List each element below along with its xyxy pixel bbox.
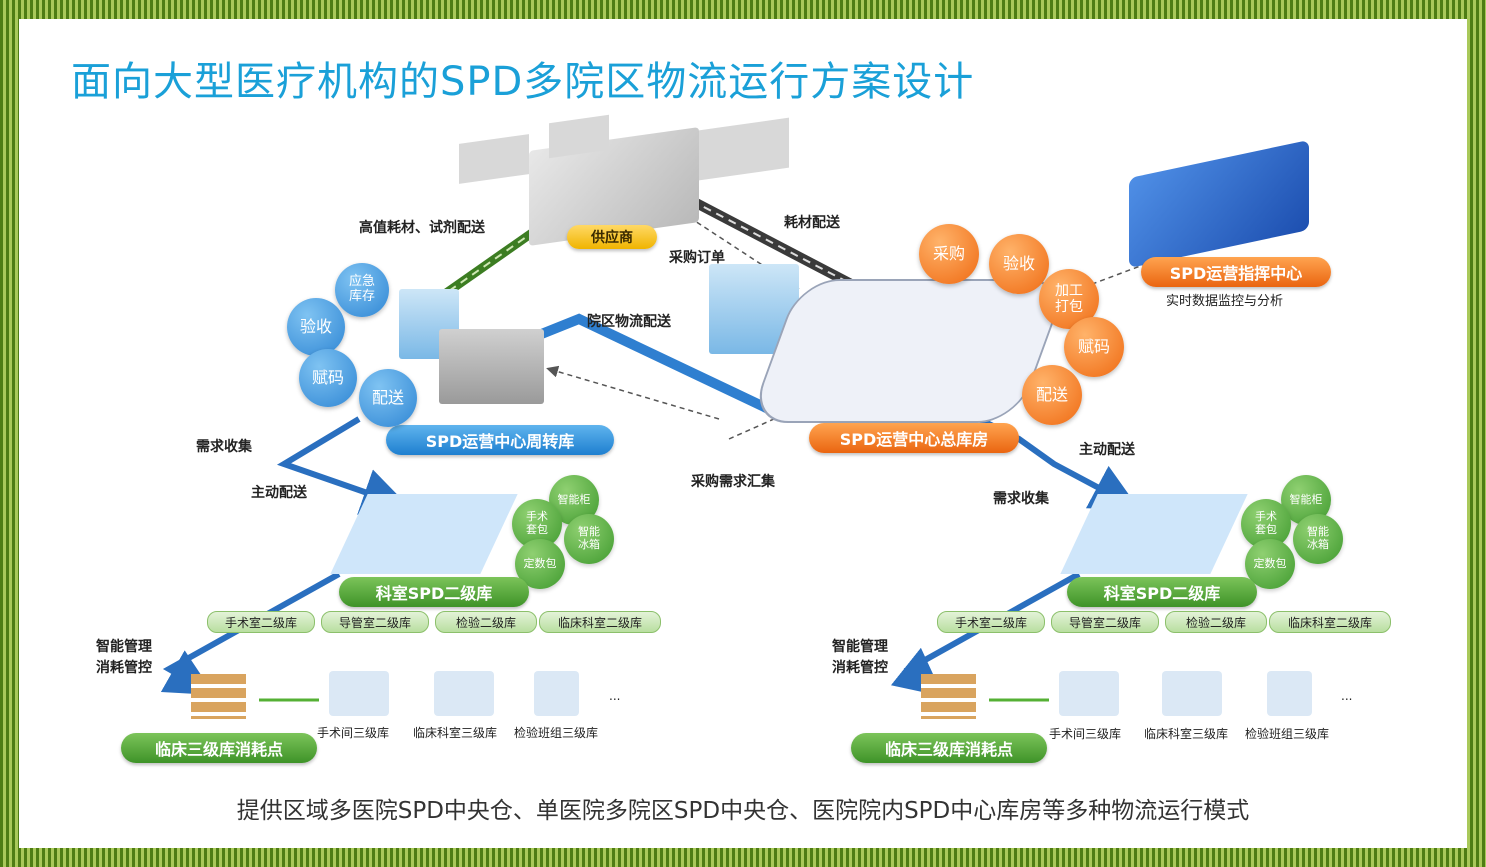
diagram-panel: 面向大型医疗机构的SPD多院区物流运行方案设计 供应商 SPD运营指 [19, 19, 1467, 848]
left-lab-room-icon [534, 671, 579, 716]
consumables-delivery-label: 耗材配送 [784, 215, 840, 231]
left-circle-code: 赋码 [299, 349, 357, 407]
purchase-summary-label: 采购需求汇集 [691, 474, 775, 490]
right-mgmt: 智能管理 [832, 639, 888, 655]
left-tertiary-label: 临床三级库消耗点 [121, 733, 317, 763]
left-demand-collect: 需求收集 [196, 439, 252, 455]
right-secondary-store: 科室SPD二级库 [1067, 577, 1257, 607]
command-center-label: SPD运营指挥中心 [1141, 257, 1331, 287]
right-tertiary-clinical: 临床科室三级库 [1144, 727, 1229, 741]
left-ellipsis: ... [609, 689, 621, 703]
right-sub-store-clinical: 临床科室二级库 [1269, 611, 1391, 633]
left-circle-accept: 验收 [287, 298, 345, 356]
right-circle-accept: 验收 [989, 234, 1049, 294]
left-mgmt: 智能管理 [96, 639, 152, 655]
right-sub-store-lab: 检验二级库 [1165, 611, 1267, 633]
footer-caption: 提供区域多医院SPD中央仓、单医院多院区SPD中央仓、医院院内SPD中心库房等多… [236, 798, 1250, 824]
right-ellipsis: ... [1341, 689, 1353, 703]
right-sub-store-surgery: 手术室二级库 [937, 611, 1045, 633]
page-title: 面向大型医疗机构的SPD多院区物流运行方案设计 [71, 59, 975, 105]
right-surgery-room-icon [1059, 671, 1119, 716]
right-lab-room-icon [1267, 671, 1312, 716]
right-tertiary-surgery: 手术间三级库 [1049, 727, 1122, 741]
left-tertiary-lab: 检验班组三级库 [514, 726, 599, 740]
command-center-sub: 实时数据监控与分析 [1166, 294, 1284, 309]
right-tertiary-label: 临床三级库消耗点 [851, 733, 1047, 763]
right-green-smart-fridge: 智能冰箱 [1293, 514, 1343, 564]
left-circle-deliver: 配送 [359, 369, 417, 427]
left-sub-store-surgery: 手术室二级库 [207, 611, 315, 633]
right-green-fixed-pack: 定数包 [1245, 539, 1295, 589]
left-sub-store-lab: 检验二级库 [435, 611, 537, 633]
right-circle-purchase: 采购 [919, 224, 979, 284]
supplier-label: 供应商 [567, 225, 657, 249]
left-surgery-room-icon [329, 671, 389, 716]
left-green-smart-fridge: 智能冰箱 [564, 514, 614, 564]
right-shelf-icon [921, 674, 976, 719]
main-store-label: SPD运营中心总库房 [809, 423, 1019, 453]
right-circle-code: 赋码 [1064, 317, 1124, 377]
right-circle-deliver: 配送 [1022, 365, 1082, 425]
right-tertiary-lab: 检验班组三级库 [1245, 727, 1330, 741]
high-value-delivery-label: 高值耗材、试剂配送 [359, 220, 485, 236]
turnover-store-label: SPD运营中心周转库 [386, 425, 614, 455]
right-sub-store-catheter: 导管室二级库 [1051, 611, 1159, 633]
left-control: 消耗管控 [96, 660, 152, 676]
left-shelf-icon [191, 674, 246, 719]
left-circle-emergency: 应急库存 [335, 263, 389, 317]
right-active-delivery: 主动配送 [1079, 442, 1135, 458]
left-sub-store-catheter: 导管室二级库 [321, 611, 429, 633]
left-sub-store-clinical: 临床科室二级库 [539, 611, 661, 633]
right-demand-collect: 需求收集 [993, 491, 1049, 507]
left-clinical-room-icon [434, 671, 494, 716]
turnover-store-building [439, 329, 544, 404]
purchase-order-label: 采购订单 [669, 250, 725, 266]
right-control: 消耗管控 [832, 660, 888, 676]
left-tertiary-surgery: 手术间三级库 [317, 726, 390, 740]
left-active-delivery: 主动配送 [251, 485, 307, 501]
left-secondary-store: 科室SPD二级库 [339, 577, 529, 607]
right-clinical-room-icon [1162, 671, 1222, 716]
left-tertiary-clinical: 临床科室三级库 [413, 726, 498, 740]
campus-delivery-label: 院区物流配送 [587, 314, 671, 330]
